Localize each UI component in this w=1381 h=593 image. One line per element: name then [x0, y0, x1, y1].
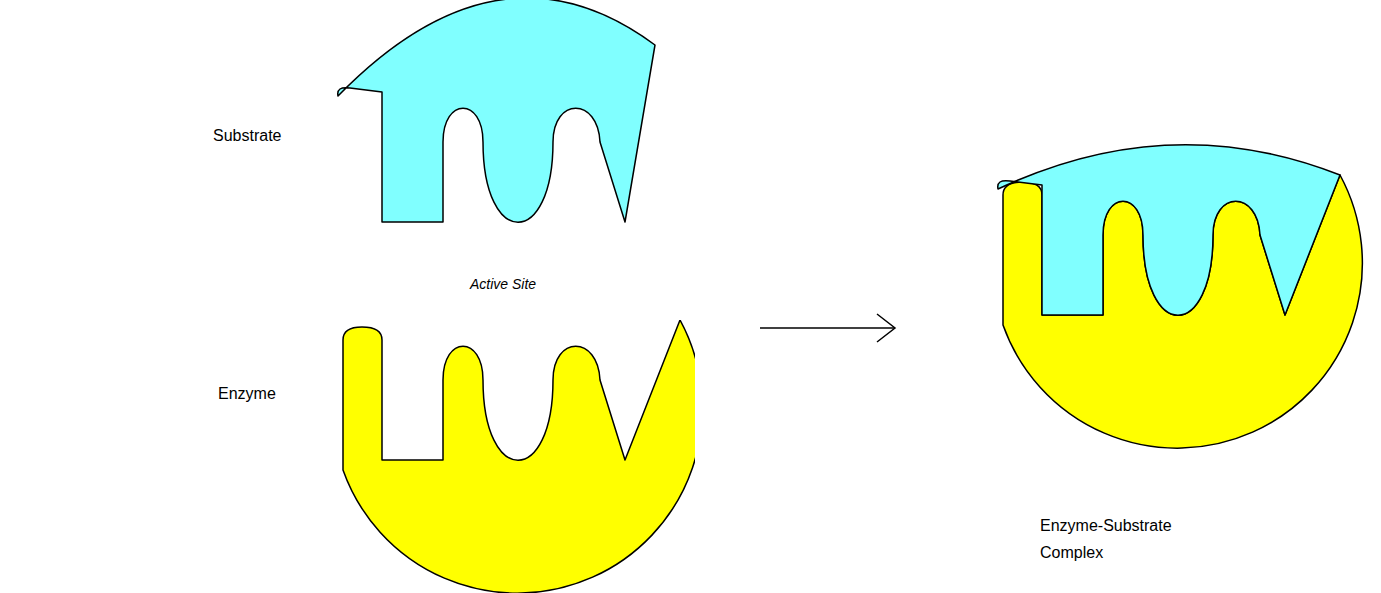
enzyme-shape: Enzyme: [200, 320, 695, 593]
part-label: Active Site: [470, 276, 536, 293]
shape-label: Enzyme: [218, 384, 276, 403]
enzyme-outline: [343, 320, 695, 593]
arrow-head: [877, 314, 895, 342]
shape-drawing: [200, 320, 695, 593]
substrate-shape: Substrate: [200, 0, 670, 232]
complex-substrate-part: [998, 145, 1340, 316]
shape-label: Substrate: [213, 126, 281, 145]
shape-drawing: [985, 130, 1365, 580]
reaction-arrow: [760, 327, 895, 329]
complex-shape: Enzyme-Substrate Complex: [985, 130, 1365, 580]
substrate-outline: [338, 0, 655, 222]
shape-label: Enzyme-Substrate Complex: [1040, 512, 1200, 566]
shape-drawing: [200, 0, 670, 232]
